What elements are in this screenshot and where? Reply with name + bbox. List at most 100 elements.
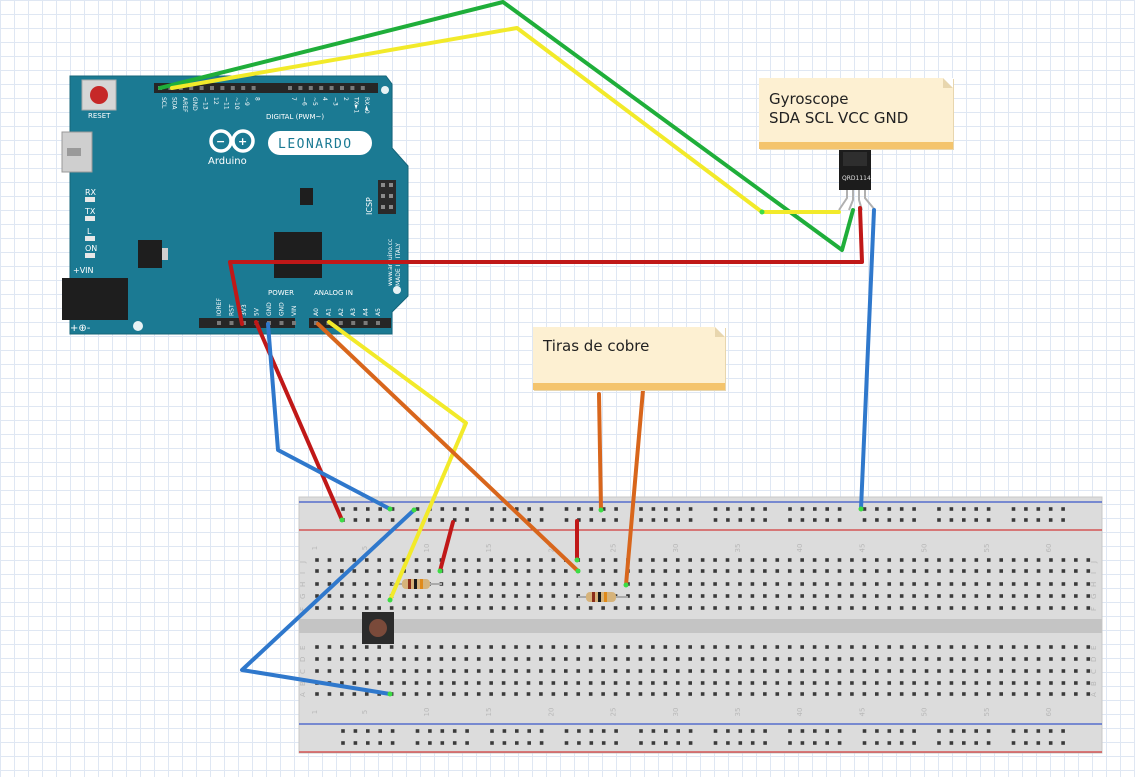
breadboard-hole[interactable] [626, 692, 630, 696]
breadboard-hole[interactable] [364, 569, 369, 573]
breadboard-hole[interactable] [601, 657, 605, 661]
breadboard-hole[interactable] [725, 681, 730, 685]
breadboard-hole[interactable] [352, 692, 357, 696]
rail-hole[interactable] [515, 518, 519, 522]
breadboard-hole[interactable] [439, 606, 444, 610]
header-pin[interactable] [292, 321, 296, 325]
breadboard-hole[interactable] [389, 669, 394, 673]
breadboard-hole[interactable] [999, 645, 1003, 649]
rail-hole[interactable] [713, 518, 718, 522]
rail-hole[interactable] [564, 729, 569, 733]
breadboard-hole[interactable] [489, 569, 493, 573]
rail-hole[interactable] [676, 507, 680, 511]
breadboard-hole[interactable] [775, 569, 780, 573]
breadboard-hole[interactable] [713, 558, 717, 562]
breadboard-hole[interactable] [763, 569, 767, 573]
breadboard-hole[interactable] [651, 645, 655, 649]
breadboard-hole[interactable] [489, 657, 493, 661]
breadboard-hole[interactable] [738, 582, 742, 586]
breadboard-hole[interactable] [514, 558, 518, 562]
breadboard-hole[interactable] [663, 669, 668, 673]
breadboard-hole[interactable] [825, 669, 829, 673]
breadboard-hole[interactable] [962, 582, 966, 586]
breadboard-hole[interactable] [887, 669, 892, 673]
breadboard-hole[interactable] [750, 669, 755, 673]
breadboard-hole[interactable] [738, 594, 742, 598]
breadboard-hole[interactable] [899, 669, 904, 673]
header-pin[interactable] [189, 86, 194, 90]
breadboard-hole[interactable] [576, 692, 581, 696]
breadboard-hole[interactable] [352, 594, 357, 598]
breadboard-hole[interactable] [738, 569, 742, 573]
rail-hole[interactable] [527, 507, 531, 511]
rail-hole[interactable] [577, 741, 581, 745]
breadboard-hole[interactable] [1011, 692, 1016, 696]
breadboard-hole[interactable] [514, 657, 518, 661]
breadboard-hole[interactable] [464, 582, 469, 586]
breadboard-hole[interactable] [551, 692, 556, 696]
breadboard-hole[interactable] [675, 669, 680, 673]
breadboard-hole[interactable] [539, 606, 543, 610]
breadboard-hole[interactable] [489, 594, 493, 598]
breadboard-hole[interactable] [651, 681, 655, 685]
breadboard-hole[interactable] [1086, 594, 1091, 598]
rail-hole[interactable] [614, 507, 618, 511]
breadboard-hole[interactable] [787, 681, 792, 685]
breadboard-hole[interactable] [725, 692, 730, 696]
breadboard-hole[interactable] [389, 569, 394, 573]
breadboard-hole[interactable] [1024, 681, 1028, 685]
breadboard-hole[interactable] [663, 569, 668, 573]
breadboard-hole[interactable] [800, 669, 804, 673]
breadboard-hole[interactable] [999, 569, 1003, 573]
breadboard-hole[interactable] [700, 657, 705, 661]
breadboard-hole[interactable] [626, 606, 630, 610]
breadboard-hole[interactable] [526, 692, 531, 696]
breadboard-hole[interactable] [887, 582, 892, 586]
header-pin[interactable] [329, 86, 334, 90]
rail-hole[interactable] [577, 518, 581, 522]
breadboard-hole[interactable] [501, 594, 506, 598]
breadboard-hole[interactable] [613, 645, 618, 649]
breadboard-hole[interactable] [352, 582, 357, 586]
rail-hole[interactable] [763, 518, 767, 522]
header-pin[interactable] [220, 86, 225, 90]
breadboard-hole[interactable] [775, 558, 780, 562]
breadboard-hole[interactable] [850, 645, 854, 649]
breadboard-hole[interactable] [812, 681, 817, 685]
breadboard-hole[interactable] [364, 692, 369, 696]
breadboard-hole[interactable] [464, 558, 469, 562]
breadboard-hole[interactable] [1036, 558, 1041, 562]
rail-hole[interactable] [452, 729, 457, 733]
rail-hole[interactable] [502, 741, 507, 745]
breadboard-hole[interactable] [601, 558, 605, 562]
breadboard-hole[interactable] [551, 558, 556, 562]
breadboard-hole[interactable] [812, 569, 817, 573]
breadboard-hole[interactable] [526, 645, 531, 649]
rail-hole[interactable] [415, 507, 420, 511]
rail-hole[interactable] [726, 741, 730, 745]
breadboard-hole[interactable] [588, 657, 593, 661]
breadboard-hole[interactable] [377, 594, 381, 598]
breadboard-hole[interactable] [763, 669, 767, 673]
breadboard-hole[interactable] [1074, 558, 1078, 562]
breadboard-hole[interactable] [812, 594, 817, 598]
breadboard-hole[interactable] [1049, 582, 1053, 586]
breadboard-hole[interactable] [862, 657, 867, 661]
rail-hole[interactable] [390, 729, 395, 733]
rail-hole[interactable] [676, 741, 680, 745]
breadboard-hole[interactable] [551, 582, 556, 586]
breadboard-hole[interactable] [663, 657, 668, 661]
breadboard-hole[interactable] [713, 681, 717, 685]
rail-hole[interactable] [825, 729, 829, 733]
rail-hole[interactable] [353, 518, 358, 522]
breadboard-hole[interactable] [327, 657, 332, 661]
breadboard-hole[interactable] [663, 582, 668, 586]
breadboard-hole[interactable] [700, 692, 705, 696]
breadboard-hole[interactable] [949, 645, 954, 649]
breadboard-hole[interactable] [1036, 645, 1041, 649]
breadboard-hole[interactable] [364, 606, 369, 610]
breadboard-hole[interactable] [1049, 569, 1053, 573]
breadboard-hole[interactable] [564, 669, 568, 673]
breadboard-hole[interactable] [962, 558, 966, 562]
breadboard-hole[interactable] [937, 692, 941, 696]
